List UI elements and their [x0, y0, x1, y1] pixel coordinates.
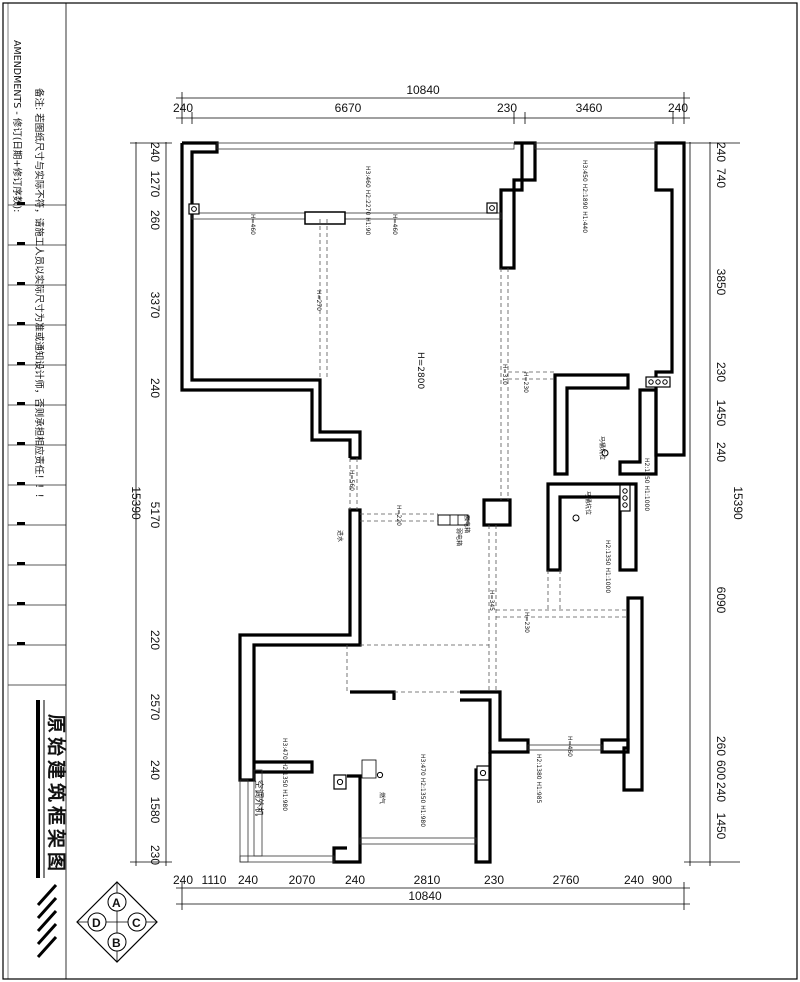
- beam-h345: H=345: [488, 590, 495, 611]
- left-dim-11: 230: [148, 845, 162, 865]
- right-dim-3: 3850: [714, 269, 728, 296]
- bottom-dim-7: 230: [484, 873, 504, 887]
- right-dim-6: 240: [714, 442, 728, 462]
- bottom-dim-6: 2810: [414, 873, 441, 887]
- beam-h270: H=270: [315, 290, 322, 311]
- top-dim-2: 6670: [335, 101, 362, 115]
- left-dim-3: 260: [148, 210, 162, 230]
- bottom-dim-3: 240: [238, 873, 258, 887]
- beam-h560: H=560: [348, 470, 355, 491]
- left-dim-10: 1580: [148, 797, 162, 824]
- beam-h310: H=310: [501, 364, 508, 385]
- sidebar-tick-marks: [17, 202, 25, 645]
- left-dim-2: 1270: [148, 171, 162, 198]
- window-frames: [191, 142, 657, 863]
- right-dim-9: 600: [714, 760, 728, 780]
- window-note-5: H3:470 H2:1350 H1:980: [281, 738, 288, 811]
- top-dim-4: 3460: [576, 101, 603, 115]
- beam-h220: H=220: [395, 505, 402, 526]
- window-note-6: H3:470 H2:1350 H1:980: [419, 754, 426, 827]
- beam-h230-a: H=230: [522, 372, 529, 393]
- left-dim-1: 240: [148, 142, 162, 162]
- bottom-dim-4: 2070: [289, 873, 316, 887]
- beam-h460-b: H=460: [391, 214, 398, 235]
- top-total-dim: 10840: [406, 83, 440, 97]
- amendments-label: AMENDMENTS - 修订(日期+修订序数):: [11, 40, 23, 212]
- right-dim-10: 240: [714, 782, 728, 802]
- ceiling-height: H=2800: [415, 352, 425, 389]
- water-inlet: 进水: [336, 530, 344, 542]
- window-note-1: H3:460 H2:2270 H1:90: [364, 166, 371, 235]
- right-dim-8: 260: [714, 736, 728, 756]
- power-box: 强电箱: [463, 515, 471, 533]
- ac-outdoor-unit: 空调外机: [253, 780, 265, 816]
- left-dim-6: 5170: [148, 502, 162, 529]
- compass-a: A: [112, 896, 121, 910]
- left-dim-5: 240: [148, 378, 162, 398]
- left-dim-4: 3370: [148, 292, 162, 319]
- beam-h460-c: H=460: [566, 736, 573, 757]
- left-total-dim: 15390: [129, 486, 143, 520]
- window-note-7: H2:1380 H1:985: [535, 754, 542, 804]
- right-dim-4: 230: [714, 362, 728, 382]
- left-dim-7: 220: [148, 630, 162, 650]
- compass-rose: A D C B: [76, 881, 158, 963]
- compass-b: B: [112, 936, 121, 950]
- right-dim-1: 240: [714, 142, 728, 162]
- top-dim-3: 230: [497, 101, 517, 115]
- disclaimer-note: 备注: 若图纸尺寸与实际不符，请施工人员以实际尺寸为准或通知设计师，否则承担相应…: [33, 88, 45, 503]
- toilet-position-2: 马桶坑位: [584, 491, 592, 515]
- bottom-dim-5: 240: [345, 873, 365, 887]
- top-dimension-chain: 10840 240 6670 230 3460 240: [173, 83, 690, 124]
- interior-dashed-lines: [319, 219, 628, 693]
- bottom-total-dim: 10840: [408, 889, 442, 903]
- room-labels: 马桶坑位 马桶坑位 强电箱 弱电箱 进水 燃气 空调外机: [253, 436, 606, 816]
- drawing-title: 原始建筑框架图: [45, 714, 68, 875]
- right-dim-2: 740: [714, 168, 728, 188]
- left-dimension-chain: 240 1270 260 3370 240 5170 220 2570 240 …: [129, 142, 172, 866]
- left-dim-8: 2570: [148, 694, 162, 721]
- gas-label: 燃气: [378, 792, 386, 804]
- right-dim-5: 1450: [714, 400, 728, 427]
- top-dim-5: 240: [668, 101, 688, 115]
- weak-current-box: 弱电箱: [455, 528, 463, 546]
- window-note-4: H2:1350 H1:1000: [604, 540, 611, 593]
- bottom-dim-1: 240: [173, 873, 193, 887]
- bottom-dim-8: 2760: [553, 873, 580, 887]
- window-height-notes: H3:460 H2:2270 H1:90 H3:450 H2:1890 H1:4…: [281, 160, 650, 827]
- toilet-position-1: 马桶坑位: [598, 436, 606, 460]
- exterior-walls: [180, 141, 686, 864]
- bottom-dimension-chain: 240 1110 240 2070 240 2810 230 2760 240 …: [173, 873, 690, 910]
- left-dim-9: 240: [148, 760, 162, 780]
- top-dim-1: 240: [173, 101, 193, 115]
- title-stripes: [36, 883, 58, 959]
- bottom-dim-2: 1110: [202, 873, 227, 887]
- window-note-3: H2:1350 H1:1000: [643, 458, 650, 511]
- bottom-dim-10: 900: [652, 873, 672, 887]
- beam-h230-b: H=230: [523, 612, 530, 633]
- window-note-2: H3:450 H2:1890 H1:440: [581, 160, 588, 233]
- right-total-dim: 15390: [731, 486, 745, 520]
- fixtures: [188, 202, 671, 790]
- compass-d: D: [92, 916, 101, 930]
- right-dimension-chain: 240 740 3850 230 1450 240 6090 260 600 2…: [684, 142, 745, 866]
- bottom-dim-9: 240: [624, 873, 644, 887]
- right-dim-11: 1450: [714, 813, 728, 840]
- right-dim-7: 6090: [714, 587, 728, 614]
- height-annotations: H=2800 H=460 H=460 H=270 H=310 H=230 H=5…: [249, 214, 573, 757]
- beam-h460-a: H=460: [249, 214, 256, 235]
- compass-c: C: [132, 916, 141, 930]
